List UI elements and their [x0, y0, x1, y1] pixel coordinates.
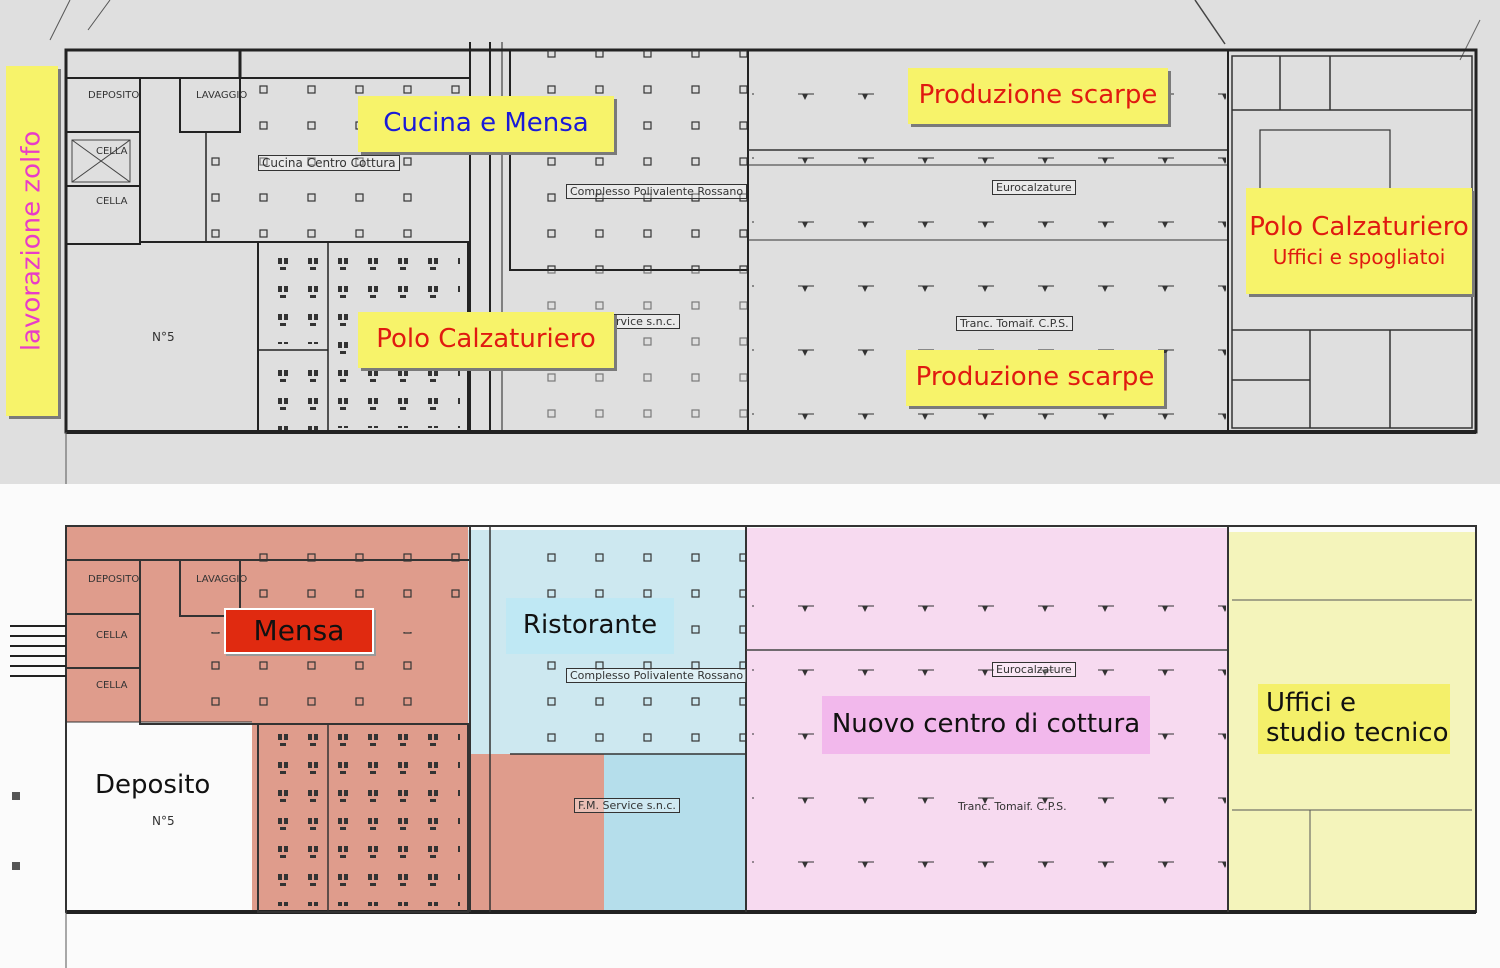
label-lavorazione-zolfo-text: lavorazione zolfo	[16, 130, 47, 352]
bottom-room-eurocalzature: Eurocalzature	[992, 662, 1076, 677]
label-nuovo-centro-cottura: Nuovo centro di cottura	[822, 696, 1150, 754]
label-mensa-text: Mensa	[253, 613, 345, 647]
top-room-service: rvice s.n.c.	[612, 314, 680, 329]
label-produzione-scarpe-bottom: Produzione scarpe	[906, 350, 1164, 406]
label-uffici-text: Uffici e	[1266, 688, 1356, 719]
label-nuovo-centro-cottura-text: Nuovo centro di cottura	[831, 709, 1141, 740]
label-polo-calzaturiero-right-text: Polo Calzaturiero	[1249, 211, 1469, 242]
top-room-deposito: DEPOSITO	[88, 90, 140, 101]
label-deposito: Deposito	[95, 770, 211, 800]
label-ristorante-text: Ristorante	[522, 610, 658, 641]
label-polo-calzaturiero-uffici: Polo Calzaturiero Uffici e spogliatoi	[1246, 188, 1472, 294]
bottom-room-tranc: Tranc. Tomaif. C.P.S.	[958, 800, 1067, 813]
top-room-n5: N°5	[152, 330, 175, 344]
bottom-room-cella-1: CELLA	[96, 630, 128, 641]
label-uffici-studio-tecnico: Uffici e studio tecnico	[1258, 684, 1450, 754]
label-polo-calzaturiero-center: Polo Calzaturiero	[358, 312, 614, 368]
label-produzione-scarpe-top: Produzione scarpe	[908, 68, 1168, 124]
top-room-tranc: Tranc. Tomaif. C.P.S.	[956, 316, 1073, 331]
ristorante-zone-annex	[604, 754, 746, 912]
bottom-room-n5: N°5	[152, 814, 175, 828]
label-polo-calzaturiero-center-text: Polo Calzaturiero	[376, 324, 596, 355]
bottom-room-fm-service: F.M. Service s.n.c.	[574, 798, 680, 813]
top-room-cella-1: CELLA	[96, 146, 128, 157]
label-studio-tecnico-text: studio tecnico	[1266, 718, 1449, 748]
label-cucina-mensa: Cucina e Mensa	[358, 96, 614, 152]
top-room-complesso: Complesso Polivalente Rossano	[566, 184, 748, 199]
top-room-eurocalzature: Eurocalzature	[992, 180, 1076, 195]
bottom-room-lavaggio: LAVAGGIO	[196, 574, 248, 585]
label-uffici-spogliatoi-text: Uffici e spogliatoi	[1272, 245, 1446, 270]
mensa-zone-annex	[468, 754, 604, 912]
bottom-room-cella-2: CELLA	[96, 680, 128, 691]
label-mensa: Mensa	[224, 608, 374, 654]
label-lavorazione-zolfo: lavorazione zolfo	[6, 66, 58, 416]
label-produzione-scarpe-bottom-text: Produzione scarpe	[915, 362, 1155, 393]
top-room-lavaggio: LAVAGGIO	[196, 90, 248, 101]
label-produzione-scarpe-top-text: Produzione scarpe	[918, 80, 1158, 111]
bottom-room-complesso: Complesso Polivalente Rossano	[566, 668, 748, 683]
top-room-cucina: Cucina Centro Cottura	[258, 155, 400, 171]
label-cucina-mensa-text: Cucina e Mensa	[383, 108, 589, 139]
bottom-room-deposito: DEPOSITO	[88, 574, 140, 585]
top-room-cella-2: CELLA	[96, 196, 128, 207]
label-ristorante: Ristorante	[506, 598, 674, 654]
